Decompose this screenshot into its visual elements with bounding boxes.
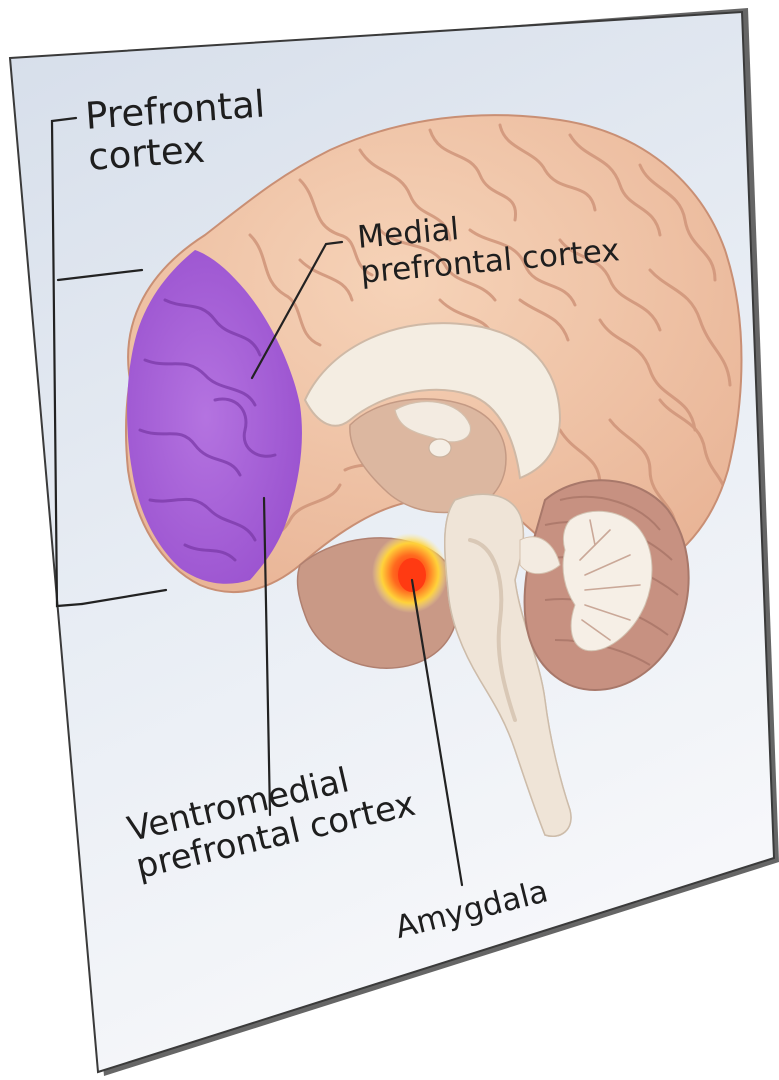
pineal-body <box>429 439 451 457</box>
amygdala-highlight <box>372 533 448 613</box>
label-prefrontal-cortex: Prefrontal cortex <box>84 83 269 178</box>
label-prefrontal-line-2: cortex <box>87 128 206 179</box>
